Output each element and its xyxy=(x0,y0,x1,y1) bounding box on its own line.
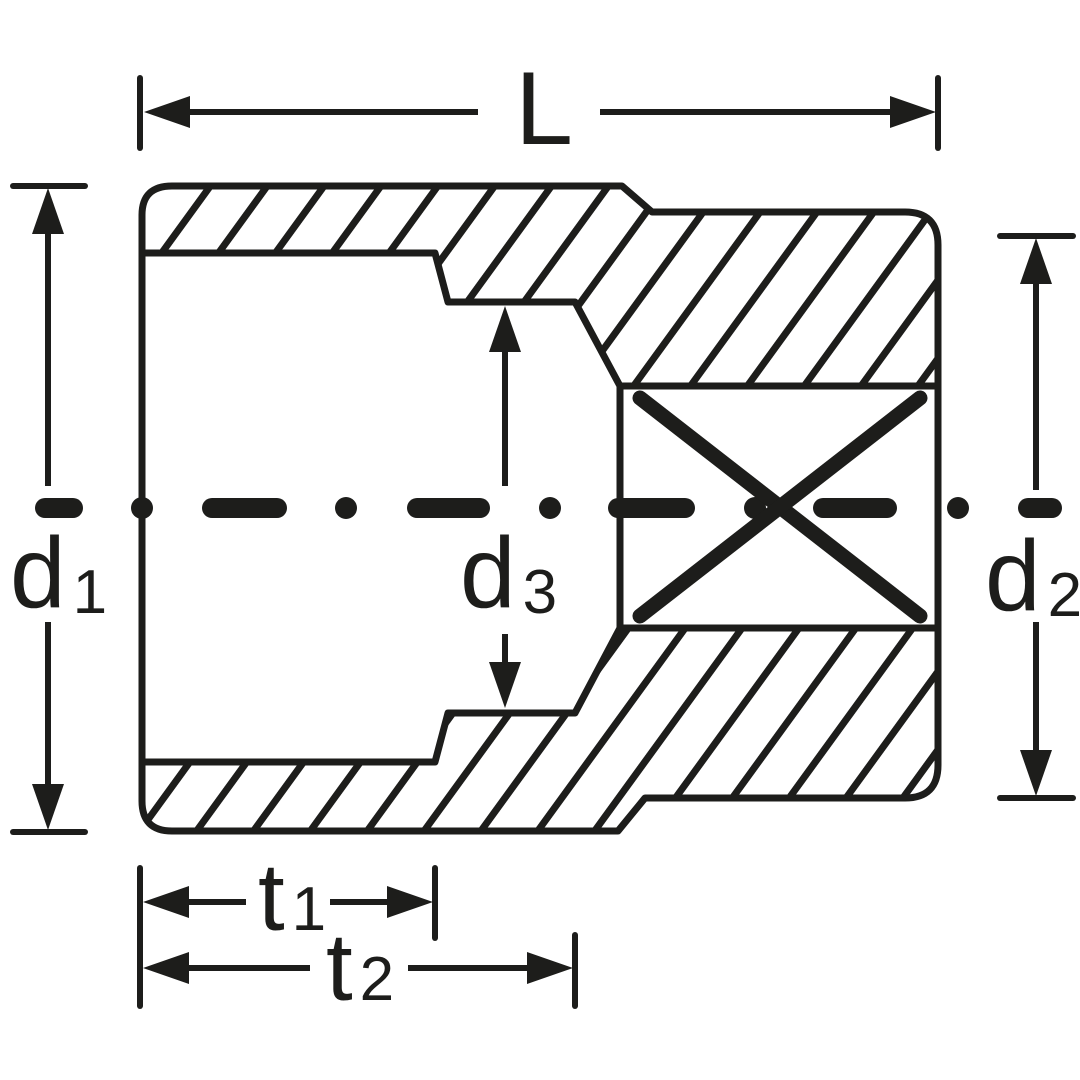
hatch-top-region xyxy=(142,186,938,386)
arrowhead-up xyxy=(489,306,521,352)
hatch-bottom-region xyxy=(142,628,938,831)
arrowhead-right xyxy=(890,96,936,128)
arrowhead-left xyxy=(143,952,189,984)
drive-square-x-icon xyxy=(632,390,928,624)
dimension-L: L xyxy=(137,51,941,167)
arrowhead-up xyxy=(32,188,64,234)
arrowhead-down xyxy=(1020,750,1052,796)
arrowhead-left xyxy=(143,886,189,918)
arrowhead-down xyxy=(489,662,521,708)
socket-outline xyxy=(138,182,942,835)
dimension-label-L: L xyxy=(515,51,573,167)
arrowhead-right xyxy=(527,952,573,984)
socket-bore-lines xyxy=(142,249,938,766)
arrowhead-up xyxy=(1020,238,1052,284)
arrowhead-left xyxy=(144,96,190,128)
arrowhead-down xyxy=(32,784,64,830)
arrowhead-right xyxy=(387,886,433,918)
